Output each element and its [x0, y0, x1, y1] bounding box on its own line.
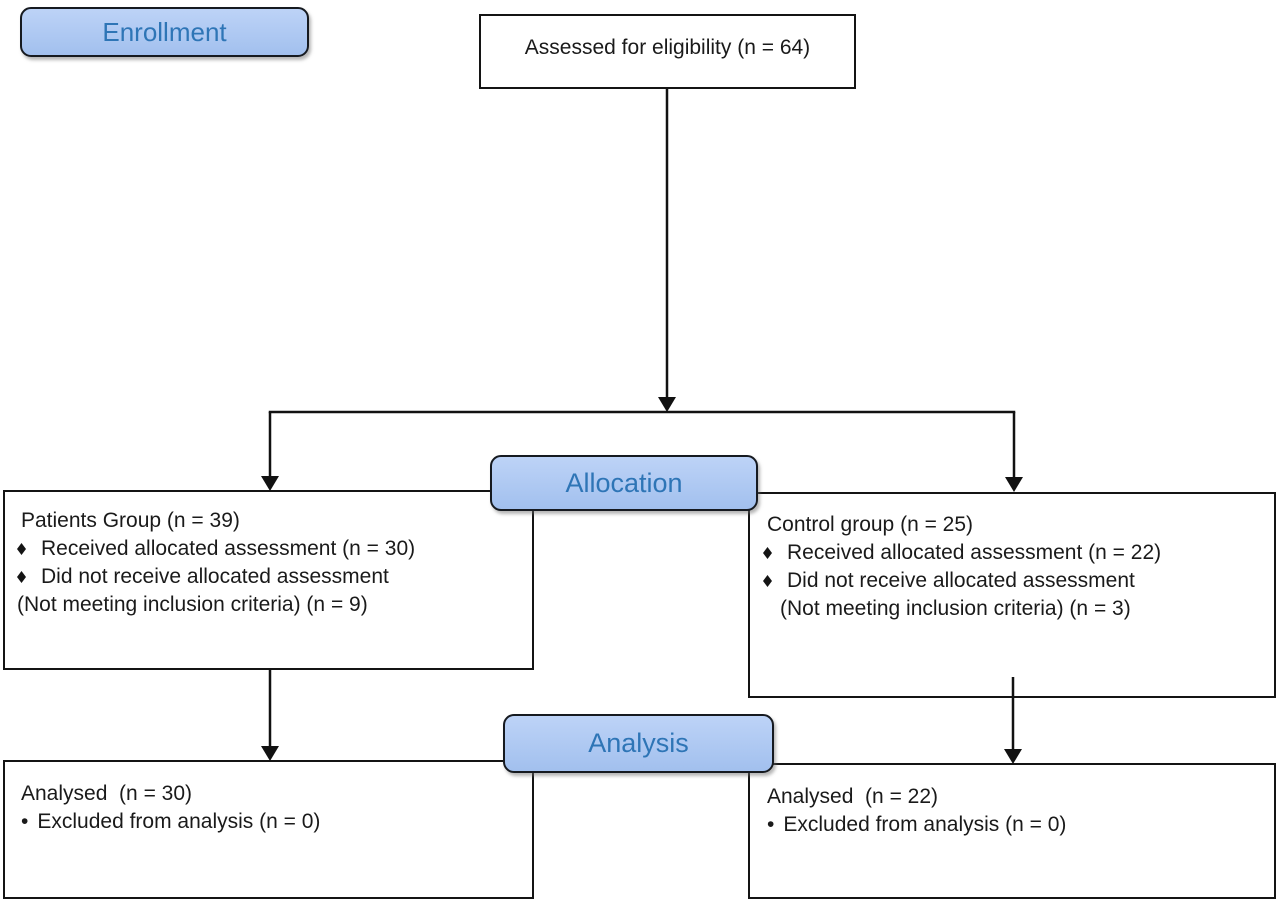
diamond-bullet-icon — [763, 547, 772, 559]
box-line: (Not meeting inclusion criteria) (n = 3) — [780, 597, 1131, 620]
box-line-text: Received allocated assessment (n = 30) — [41, 537, 416, 560]
control-group-box-content: Control group (n = 25) Received allocated… — [750, 494, 1274, 623]
diamond-bullet-icon — [17, 543, 26, 555]
stage-pill-allocation: Allocation — [490, 455, 758, 511]
arrow-down-icon — [1005, 477, 1023, 492]
box-line: Received allocated assessment (n = 22) — [763, 539, 1274, 567]
stage-pill-analysis: Analysis — [503, 714, 774, 773]
analysed-control-box: Analysed (n = 22) • Excluded from analysis… — [748, 763, 1276, 899]
arrow-down-icon — [261, 746, 279, 761]
stage-pill-enrollment: Enrollment — [20, 7, 309, 57]
stage-pill-label: Allocation — [565, 467, 683, 498]
diamond-bullet-icon — [17, 571, 26, 583]
patients-group-box: Patients Group (n = 39) Received allocate… — [3, 490, 534, 670]
assessed-box-text: Assessed for eligibility (n = 64) — [524, 36, 811, 59]
box-line: • Excluded from analysis (n = 0) — [21, 808, 532, 836]
box-line: Analysed (n = 30) — [21, 782, 193, 805]
analysed-control-box-content: Analysed (n = 22) • Excluded from analysis… — [750, 765, 1274, 839]
box-line: • Excluded from analysis (n = 0) — [767, 811, 1274, 839]
box-line: Analysed (n = 22) — [767, 785, 939, 808]
box-line: (Not meeting inclusion criteria) (n = 9) — [17, 593, 368, 616]
box-line: Control group (n = 25) — [767, 513, 974, 536]
box-line-text: Excluded from analysis (n = 0) — [37, 810, 321, 833]
arrow-down-icon — [261, 476, 279, 491]
dot-bullet-icon: • — [767, 813, 775, 836]
stage-pill-label: Enrollment — [102, 16, 227, 47]
stage-pill-label: Analysis — [588, 728, 689, 758]
patients-group-box-content: Patients Group (n = 39) Received allocate… — [5, 492, 532, 619]
diamond-bullet-icon — [763, 575, 772, 587]
box-line-text: Excluded from analysis (n = 0) — [783, 813, 1067, 836]
arrow-down-icon — [1004, 749, 1022, 764]
box-line-text: Received allocated assessment (n = 22) — [787, 541, 1162, 564]
dot-bullet-icon: • — [21, 810, 29, 833]
analysed-patients-box: Analysed (n = 30) • Excluded from analysis… — [3, 760, 534, 899]
assessed-for-eligibility-box: Assessed for eligibility (n = 64) — [479, 14, 856, 89]
box-line: Received allocated assessment (n = 30) — [17, 535, 532, 563]
box-line: Did not receive allocated assessment — [17, 563, 532, 591]
box-line: Patients Group (n = 39) — [21, 509, 240, 532]
box-line-text: Did not receive allocated assessment — [41, 565, 389, 588]
box-line: Did not receive allocated assessment — [763, 567, 1274, 595]
analysed-patients-box-content: Analysed (n = 30) • Excluded from analysis… — [5, 762, 532, 836]
arrow-down-icon — [658, 397, 676, 412]
control-group-box: Control group (n = 25) Received allocated… — [748, 492, 1276, 698]
box-line-text: Did not receive allocated assessment — [787, 569, 1135, 592]
